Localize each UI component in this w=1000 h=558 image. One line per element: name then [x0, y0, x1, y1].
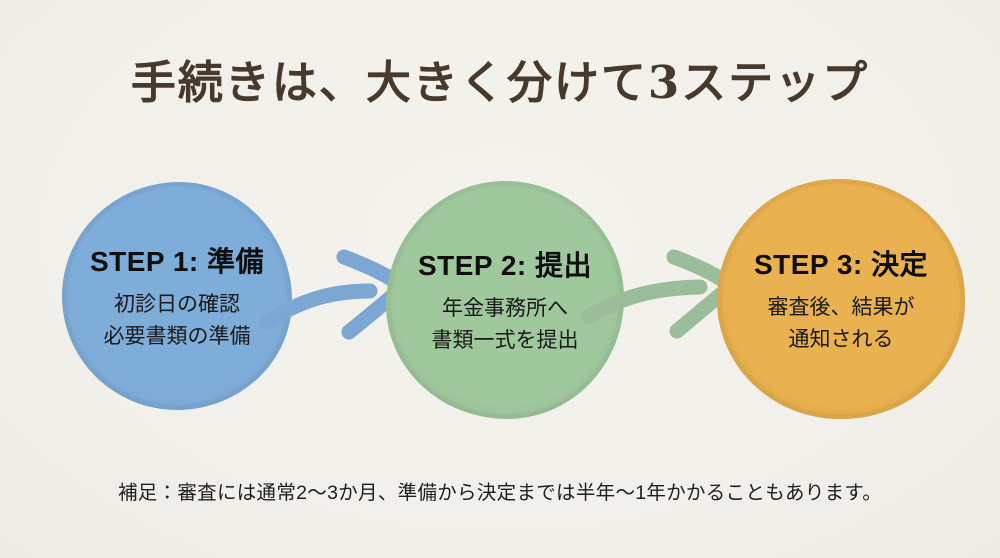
- step-1-line-1: 初診日の確認: [114, 292, 240, 316]
- step-3-line-1: 審査後、結果が: [767, 295, 915, 319]
- step-2-line-2: 書類一式を提出: [431, 328, 579, 352]
- step-1-line-2: 必要書類の準備: [103, 324, 251, 348]
- page-title: 手続きは、大きく分けて3ステップ: [130, 56, 870, 109]
- step-1-heading: STEP 1: 準備: [89, 245, 265, 277]
- step-2-heading: STEP 2: 提出: [417, 249, 593, 281]
- step-1-circle: STEP 1: 準備 初診日の確認 必要書類の準備: [62, 182, 292, 410]
- step-2-circle: STEP 2: 提出 年金事務所へ 書類一式を提出: [386, 181, 624, 419]
- footnote: 補足：審査には通常2〜3か月、準備から決定までは半年〜1年かかることもあります。: [117, 482, 883, 504]
- step-3-circle: STEP 3: 決定 審査後、結果が 通知される: [717, 179, 965, 419]
- step-2-line-1: 年金事務所へ: [442, 296, 568, 320]
- step-3-heading: STEP 3: 決定: [753, 248, 929, 280]
- step-3-line-2: 通知される: [788, 327, 894, 351]
